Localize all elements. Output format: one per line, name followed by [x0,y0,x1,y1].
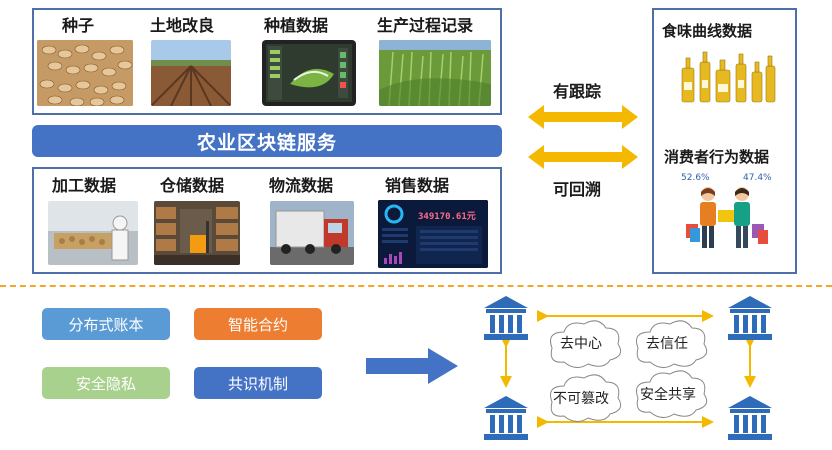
blockchain-network-diagram [500,310,756,428]
smart-contract-pill: 智能合约 [194,308,322,340]
seed-label: 种子 [62,16,95,35]
processing-image [48,201,138,265]
node-bottom-left-icon [484,396,528,440]
node-bottom-right-icon [728,396,772,440]
trustless-label: 去信任 [646,336,688,352]
consensus-pill: 共识机制 [194,367,322,399]
right-arrow-icon [366,348,458,384]
warehouse-image [154,201,240,265]
shoppers-image [686,187,768,248]
security-privacy-pill: 安全隐私 [42,367,170,399]
sales-data-label: 销售数据 [385,176,450,195]
logistics-truck-image [270,201,354,265]
traceable-label: 有跟踪 [553,82,602,101]
logistics-data-label: 物流数据 [269,176,334,195]
production-record-label: 生产过程记录 [377,16,474,35]
decentralized-label: 去中心 [560,336,602,352]
tamper-proof-label: 不可篡改 [553,391,609,407]
percentage-right: 47.4% [743,173,772,183]
seed-image [37,40,133,106]
distributed-ledger-pill: 分布式账本 [42,308,170,340]
retraceable-label: 可回溯 [553,180,602,199]
node-top-left-icon [484,296,528,340]
sales-amount: 349170.61元 [418,212,476,222]
land-image [151,40,231,106]
processing-data-label: 加工数据 [52,176,117,195]
secure-sharing-label: 安全共享 [640,387,696,403]
oil-bottles-image [681,51,776,103]
consumer-behavior-label: 消费者行为数据 [664,148,770,166]
sales-dashboard-image: 349170.61元 [378,200,488,268]
warehouse-data-label: 仓储数据 [160,176,225,195]
retrace-arrow-icon [528,145,638,169]
land-improvement-label: 土地改良 [150,16,215,35]
track-arrow-icon [528,105,638,129]
taste-curve-label: 食味曲线数据 [662,22,753,40]
planting-data-label: 种植数据 [264,16,329,35]
agri-blockchain-service-bar: 农业区块链服务 [32,125,502,157]
production-record-image [379,40,491,106]
planting-tablet-image [262,40,356,106]
section-divider [0,285,832,287]
percentage-left: 52.6% [681,173,710,183]
consumer-data-panel [652,8,797,274]
node-top-right-icon [728,296,772,340]
